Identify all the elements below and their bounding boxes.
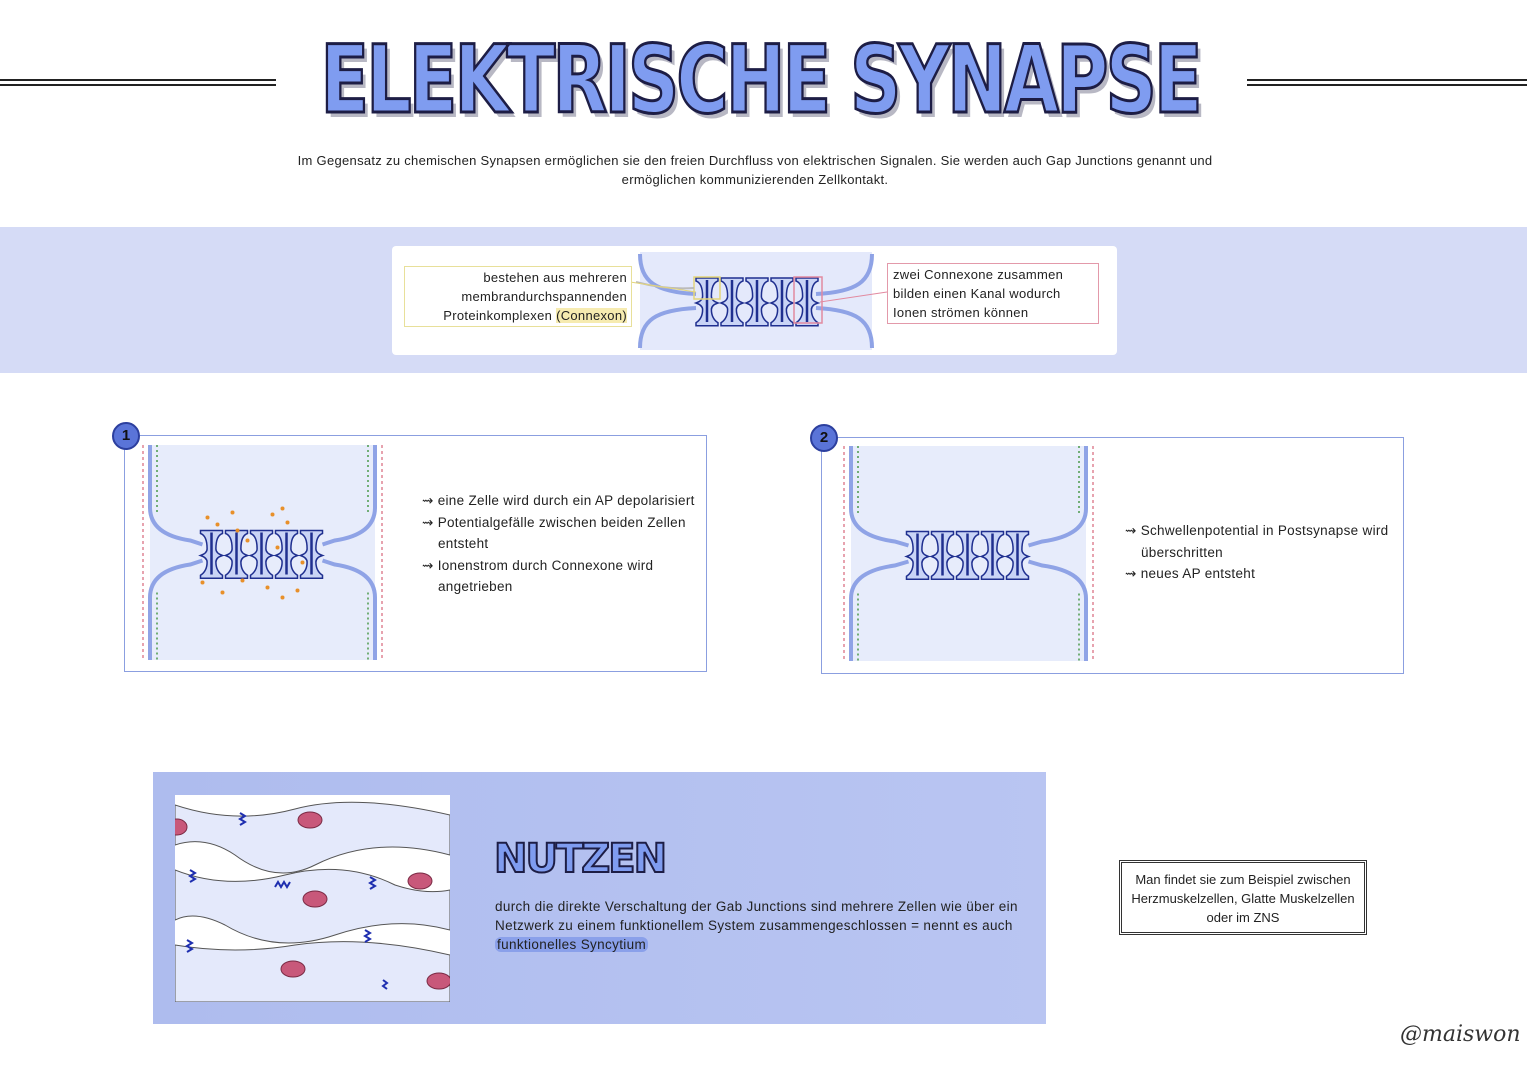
examples-box: Man findet sie zum Beispiel zwischen Her… — [1119, 860, 1367, 935]
title-rule-left — [0, 79, 276, 86]
ion-dot — [265, 585, 270, 590]
ion-dot — [245, 538, 250, 543]
channel-callout: zwei Connexone zusammen bilden einen Kan… — [887, 263, 1099, 324]
step-number-badge: 1 — [112, 422, 140, 450]
ion-dot — [230, 510, 235, 515]
ion-dot — [280, 595, 285, 600]
page-title: ELEKTRISCHE SYNAPSE — [319, 26, 1204, 135]
callout-leader — [630, 281, 697, 293]
bullet-item: ⇝ neues AP entsteht — [1125, 566, 1256, 581]
intro-text: Im Gegensatz zu chemischen Synapsen ermö… — [297, 153, 1213, 187]
bullet-item: ⇝ Schwellenpotential in Postsynapse wird… — [1125, 523, 1389, 560]
bullet-item: ⇝ Ionenstrom durch Connexone wird angetr… — [422, 557, 654, 595]
ion-dot — [215, 522, 220, 527]
author-signature: @maiswon — [1400, 1022, 1521, 1047]
syncytium-highlight: funktionelles Syncytium — [495, 937, 649, 952]
ion-dot — [300, 560, 305, 565]
step1-bullets: ⇝ eine Zelle wird durch ein AP depolaris… — [422, 490, 697, 598]
nutzen-heading: NUTZEN — [493, 835, 668, 883]
gap-junction-diagram — [636, 252, 874, 350]
bullet-item: ⇝ Potentialgefälle zwischen beiden Zelle… — [422, 514, 686, 552]
connexon-row — [198, 529, 325, 580]
ion-dot — [280, 506, 285, 511]
connexon-highlight: (Connexon) — [556, 308, 627, 323]
step2-bullets: ⇝ Schwellenpotential in Postsynapse wird… — [1125, 520, 1395, 585]
ion-dot — [235, 528, 240, 533]
ion-dot — [295, 588, 300, 593]
step-number-badge: 2 — [810, 424, 838, 452]
ion-dot — [270, 512, 275, 517]
callout-leader — [820, 291, 888, 303]
title-rule-right — [1247, 79, 1527, 86]
ion-dot — [205, 515, 210, 520]
step1-diagram — [142, 445, 383, 660]
bullet-item: ⇝ eine Zelle wird durch ein AP depolaris… — [422, 493, 695, 508]
ion-dot — [240, 578, 245, 583]
ion-dot — [285, 520, 290, 525]
ion-dot — [220, 590, 225, 595]
nutzen-text: durch die direkte Verschaltung der Gab J… — [495, 899, 1018, 952]
ion-dot — [275, 545, 280, 550]
connexon-row — [693, 277, 821, 327]
connexon-callout: bestehen aus mehreren membrandurchspanne… — [404, 266, 632, 327]
connexon-row — [904, 530, 1031, 581]
step2-diagram — [843, 446, 1094, 661]
cardiac-tissue-illustration — [175, 795, 450, 1002]
ion-dot — [200, 580, 205, 585]
